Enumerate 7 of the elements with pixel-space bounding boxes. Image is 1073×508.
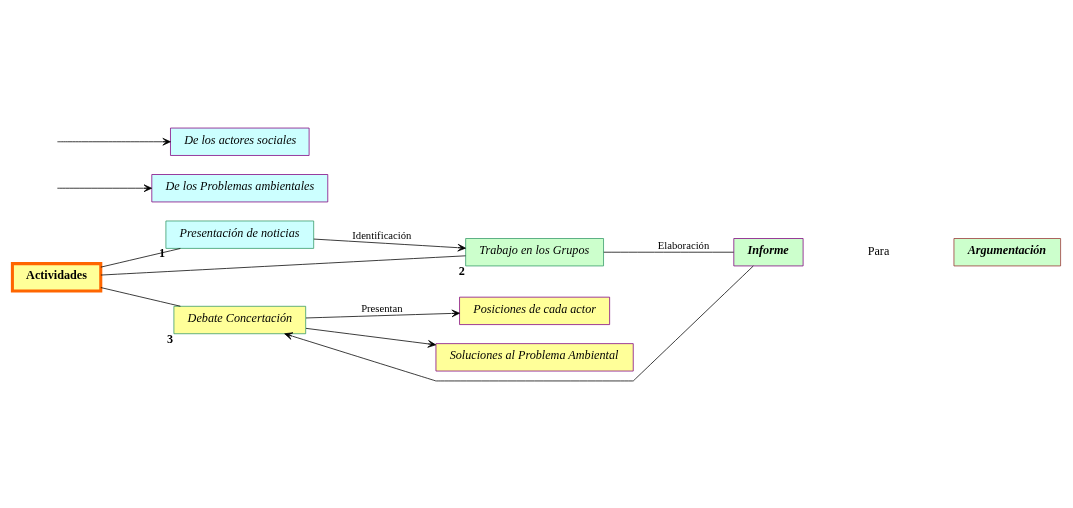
edge-label: Elaboración bbox=[657, 239, 710, 251]
node-label: 2 bbox=[458, 263, 465, 278]
node-label: 1 bbox=[159, 245, 166, 260]
node-label: 3 bbox=[167, 331, 174, 346]
edge-label: Presentan bbox=[361, 302, 403, 314]
edge-label: Identificación bbox=[352, 229, 412, 241]
label: Para bbox=[867, 243, 890, 258]
